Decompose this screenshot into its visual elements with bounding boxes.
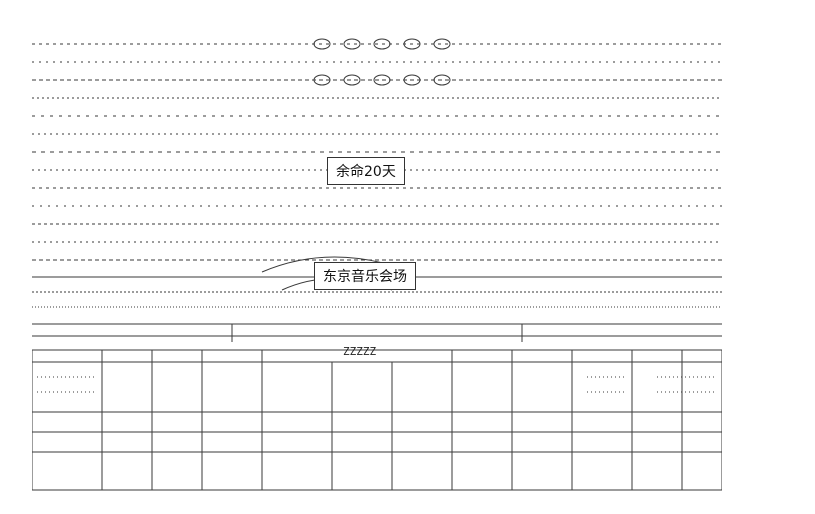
- building-silhouette: [32, 256, 722, 342]
- panel-texture: [37, 376, 717, 393]
- stage-facade: [31, 349, 723, 491]
- countdown-sign: 余命20天: [327, 157, 405, 185]
- upper-scene-lines: [32, 43, 722, 261]
- venue-sign: 东京音乐会场: [314, 262, 416, 290]
- stage-sign-text: ZZZZZ: [343, 345, 377, 358]
- oval-chain: [313, 38, 451, 86]
